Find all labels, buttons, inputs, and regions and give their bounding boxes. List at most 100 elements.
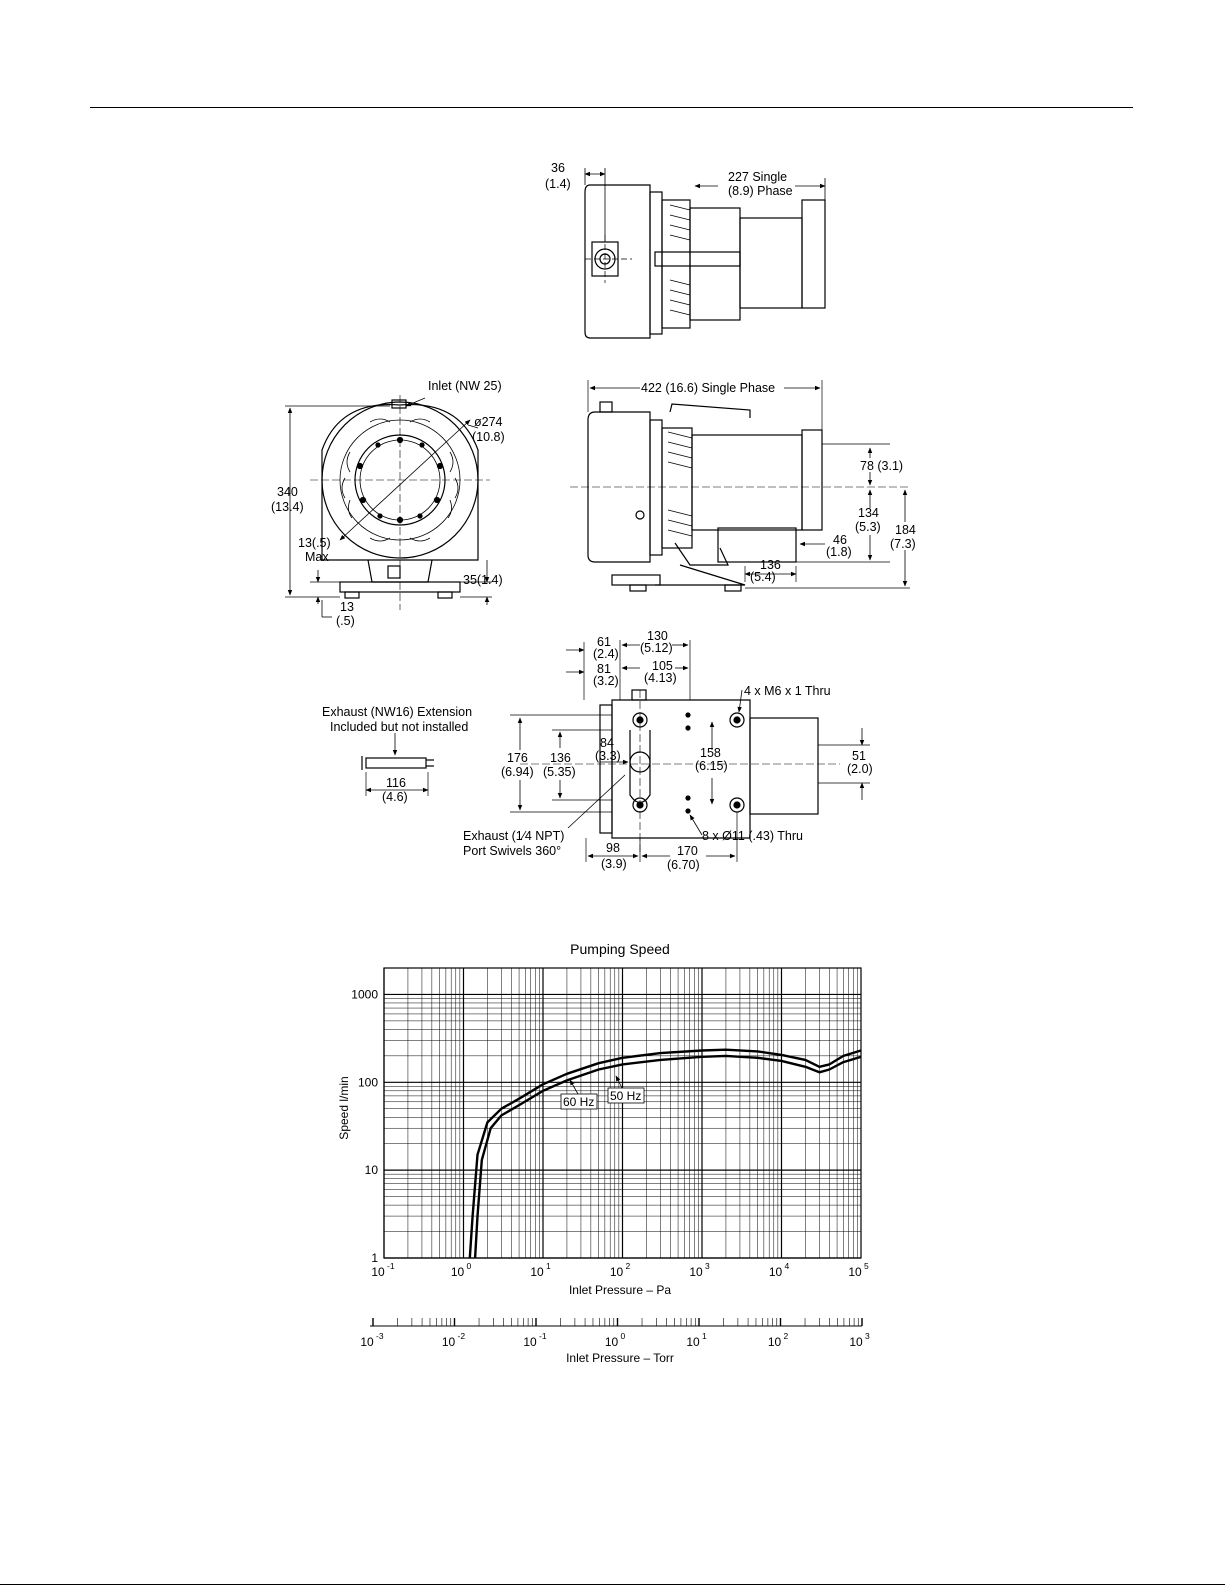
- top-view: [584, 168, 826, 339]
- exhaust-port-1: Exhaust (1⁄4 NPT): [463, 829, 564, 843]
- x-axis-title: Inlet Pressure – Pa: [569, 1283, 671, 1297]
- thru-holes: 8 x Ø11 (.43) Thru: [702, 829, 803, 843]
- x-tick-label: 10: [371, 1265, 385, 1279]
- series-line-50hz: [473, 1054, 862, 1259]
- torr-tick-exponent: 3: [865, 1331, 870, 1341]
- torr-tick-exponent: -2: [458, 1331, 466, 1341]
- dim-61: 61: [597, 635, 611, 649]
- dim-81-in: (3.2): [593, 674, 619, 688]
- dim-136b-in: (5.35): [543, 765, 576, 779]
- front-view: [285, 395, 492, 618]
- dim-130: 130: [647, 629, 668, 643]
- dim-36: 36: [551, 161, 565, 175]
- label-60hz: 60 Hz: [560, 1079, 598, 1110]
- inlet-label: Inlet (NW 25): [428, 379, 502, 393]
- dim-51-in: (2.0): [847, 762, 873, 776]
- series-label-60hz: 60 Hz: [563, 1095, 594, 1109]
- dim-116: 116: [386, 776, 406, 790]
- exhaust-ext-2: Included but not installed: [330, 720, 468, 734]
- dim-116-in: (4.6): [382, 790, 408, 804]
- exhaust-port-2: Port Swivels 360°: [463, 844, 561, 858]
- dim-130-in: (5.12): [640, 641, 673, 655]
- y-tick-label: 10: [365, 1163, 379, 1177]
- dim-184: 184: [895, 523, 916, 537]
- x-tick-exponent: 3: [705, 1261, 710, 1271]
- torr-tick-label: 10: [360, 1335, 374, 1349]
- dim-170: 170: [677, 844, 698, 858]
- x-tick-label: 10: [530, 1265, 544, 1279]
- dim-35: 35(1.4): [463, 573, 503, 587]
- torr-axis: [370, 1318, 863, 1327]
- bottom-view: [361, 640, 870, 862]
- torr-tick-exponent: 2: [784, 1331, 789, 1341]
- dim-227: 227 Single: [728, 170, 787, 184]
- x-tick-exponent: 0: [467, 1261, 472, 1271]
- y-tick-label: 1000: [351, 987, 378, 1001]
- dim-134-in: (5.3): [855, 520, 881, 534]
- chart-grid-major: [383, 968, 861, 1259]
- torr-tick-label: 10: [442, 1335, 456, 1349]
- y-tick-label: 1: [371, 1251, 378, 1265]
- dim-158: 158: [700, 746, 721, 760]
- dia-274-in: (10.8): [472, 430, 505, 444]
- chart-title: Pumping Speed: [570, 941, 670, 957]
- dim-136: 136: [760, 558, 781, 572]
- dim-176: 176: [507, 751, 528, 765]
- torr-axis-title: Inlet Pressure – Torr: [566, 1351, 674, 1365]
- torr-tick-exponent: -1: [539, 1331, 547, 1341]
- plot-frame: [383, 967, 862, 1259]
- h-340: 340: [277, 485, 298, 499]
- header-rule: [90, 107, 1133, 108]
- dim-105-in: (4.13): [644, 671, 677, 685]
- label-50hz: 50 Hz: [607, 1075, 645, 1104]
- torr-tick-exponent: 1: [702, 1331, 707, 1341]
- dim-158-in: (6.15): [695, 759, 728, 773]
- y-axis-title: Speed l/min: [337, 1076, 351, 1139]
- dim-61-in: (2.4): [593, 647, 619, 661]
- dim-84: 84: [600, 736, 614, 750]
- dim-134: 134: [858, 506, 879, 520]
- dim-51: 51: [852, 749, 866, 763]
- x-tick-label: 10: [848, 1265, 862, 1279]
- h-340-in: (13.4): [271, 500, 304, 514]
- dim-81: 81: [597, 662, 611, 676]
- max-label: Max: [305, 550, 329, 564]
- dim-36-in: (1.4): [545, 177, 571, 191]
- torr-tick-label: 10: [849, 1335, 863, 1349]
- dim-136b: 136: [550, 751, 571, 765]
- x-tick-exponent: 4: [785, 1261, 790, 1271]
- chart-series: [468, 1048, 862, 1259]
- x-tick-label: 10: [451, 1265, 465, 1279]
- torr-tick-label: 10: [605, 1335, 619, 1349]
- dim-46: 46: [833, 533, 847, 547]
- dim-105: 105: [652, 659, 673, 673]
- torr-tick-label: 10: [686, 1335, 700, 1349]
- dia-274: ø274: [474, 415, 503, 429]
- x-tick-exponent: -1: [387, 1261, 395, 1271]
- x-tick-label: 10: [689, 1265, 703, 1279]
- dim-176-in: (6.94): [501, 765, 534, 779]
- dim-13: 13: [340, 600, 354, 614]
- dim-84-in: (3.3): [595, 749, 621, 763]
- dim-98-in: (3.9): [601, 857, 627, 871]
- dim-136-in: (5.4): [750, 570, 776, 584]
- torr-tick-label: 10: [523, 1335, 537, 1349]
- dim-98: 98: [606, 841, 620, 855]
- dim-227-in: (8.9) Phase: [728, 184, 793, 198]
- torr-tick-exponent: -3: [376, 1331, 384, 1341]
- dim-78: 78 (3.1): [860, 459, 903, 473]
- dim-170-in: (6.70): [667, 858, 700, 872]
- len-422: 422 (16.6) Single Phase: [641, 381, 775, 395]
- torr-tick-exponent: 0: [621, 1331, 626, 1341]
- x-tick-label: 10: [769, 1265, 783, 1279]
- torr-tick-label: 10: [768, 1335, 782, 1349]
- series-line-60hz: [468, 1048, 862, 1259]
- exhaust-ext-1: Exhaust (NW16) Extension: [322, 705, 472, 719]
- max-13: 13(.5): [298, 536, 331, 550]
- x-tick-exponent: 1: [546, 1261, 551, 1271]
- x-tick-label: 10: [610, 1265, 624, 1279]
